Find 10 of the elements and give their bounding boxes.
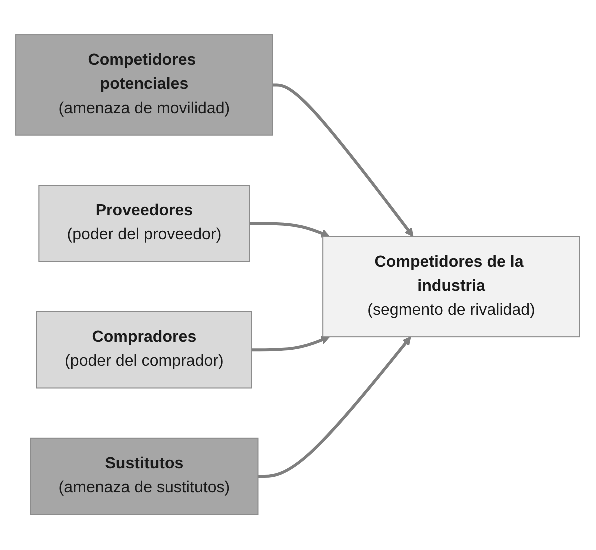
node-box <box>38 185 250 262</box>
arrow <box>250 222 330 238</box>
node-box <box>16 34 274 136</box>
node-box <box>322 236 580 338</box>
node-box <box>30 438 259 516</box>
node-box <box>36 312 252 389</box>
arrow <box>258 336 412 478</box>
diagram-drawing: Competidores potenciales (amenaza de movilidad) Proveedores (poder del proveedor) Competidores de la industria (segmento de rivalidad) Compradores (poder del comprador) Sustitutos (amenaza de sustitutos) <box>8 27 588 523</box>
arrow <box>272 84 414 238</box>
arrow <box>252 336 330 352</box>
